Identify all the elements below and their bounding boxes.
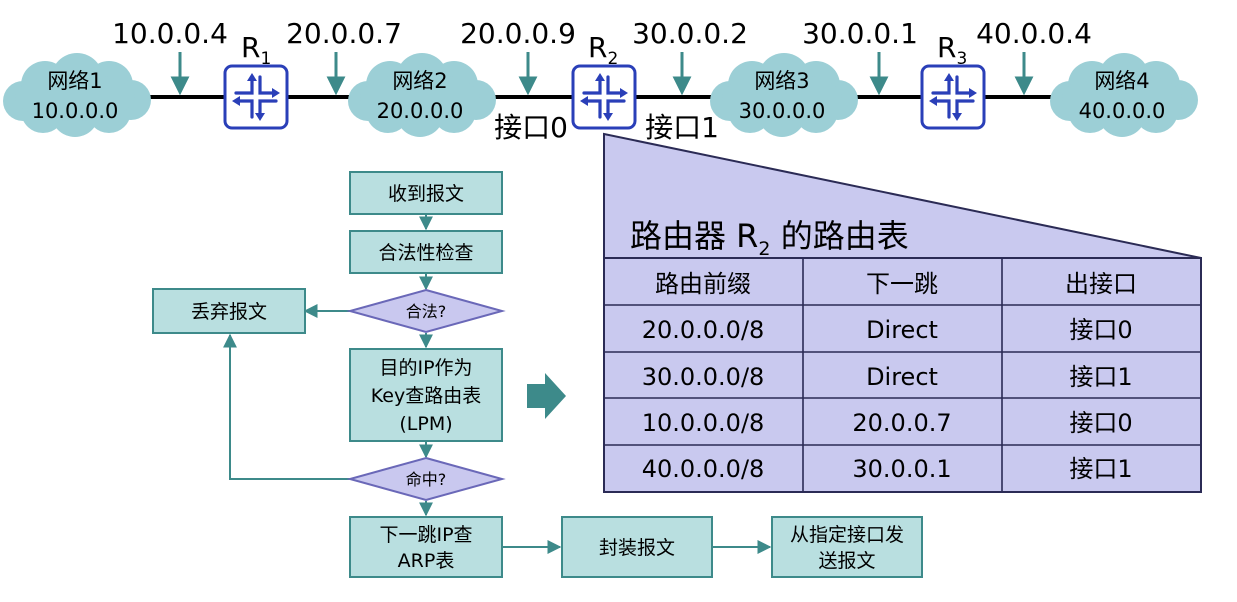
network-name: 网络3 — [754, 69, 809, 93]
flow-diamond-hit — [346, 456, 506, 502]
router-label-r1: R1 — [241, 31, 271, 69]
table-cell: 40.0.0.0/8 — [642, 455, 765, 483]
ip-label: 30.0.0.1 — [802, 17, 918, 50]
ip-label: 20.0.0.7 — [286, 17, 402, 50]
flow-label-encap: 封装报文 — [599, 537, 675, 559]
flow-node-encap — [561, 516, 713, 578]
flow-to-table-arrow — [527, 373, 566, 419]
flow-label-hit: 命中? — [406, 470, 447, 489]
table-cell: 20.0.0.0/8 — [642, 316, 765, 344]
interface-label-0: 接口0 — [494, 111, 568, 144]
ip-pointer-arrowhead — [672, 76, 692, 96]
network-address: 10.0.0.0 — [32, 99, 119, 123]
router-r1 — [223, 64, 289, 130]
table-header-interface: 出接口 — [1065, 270, 1137, 298]
network-name: 网络1 — [47, 69, 102, 93]
flow-label-send-2: 送报文 — [818, 550, 875, 572]
routing-table-grid — [604, 258, 1201, 492]
router-r2 — [571, 64, 637, 130]
flow-node-receive — [349, 171, 503, 215]
ip-pointer-arrowhead — [170, 76, 190, 96]
flow-label-valid: 合法? — [406, 302, 447, 321]
ip-pointer-arrowhead — [326, 76, 346, 96]
ip-pointer-arrowhead — [1014, 76, 1034, 96]
flow-label-receive: 收到报文 — [388, 183, 464, 205]
table-header-prefix: 路由前缀 — [655, 270, 751, 298]
ip-label: 40.0.0.4 — [976, 17, 1092, 50]
routing-table-frame — [603, 257, 1202, 493]
flowchart-connectors — [223, 214, 772, 554]
table-cell: 10.0.0.0/8 — [642, 409, 765, 437]
routing-table: 路由前缀 下一跳 出接口 20.0.0.0/8 Direct 接口0 30.0.… — [603, 257, 1202, 493]
routing-table-title: 路由器 R2 的路由表 — [630, 217, 909, 260]
flow-node-arp — [349, 516, 503, 578]
flow-label-arp-2: ARP表 — [398, 550, 455, 572]
network-cloud-1: 网络1 10.0.0.0 — [3, 53, 151, 137]
network-address: 30.0.0.0 — [739, 99, 826, 123]
table-cell: 接口0 — [1069, 409, 1132, 437]
ip-pointer-arrowhead — [869, 76, 889, 96]
table-cell: 接口1 — [1069, 363, 1132, 391]
table-cell: 30.0.0.0/8 — [642, 363, 765, 391]
network-cloud-2: 网络2 20.0.0.0 — [348, 53, 496, 137]
network-name: 网络2 — [392, 69, 447, 93]
router-label-r3: R3 — [937, 31, 967, 69]
flow-label-lookup-2: Key查路由表 — [371, 385, 481, 407]
ip-label: 10.0.0.4 — [112, 17, 228, 50]
router-label-r2: R2 — [588, 31, 618, 69]
flow-label-lookup-1: 目的IP作为 — [379, 357, 472, 379]
router-icon — [920, 64, 986, 130]
flow-node-check — [349, 230, 503, 274]
table-header-nexthop: 下一跳 — [866, 270, 938, 298]
interface-label-1: 接口1 — [645, 111, 719, 144]
table-cell: Direct — [866, 316, 938, 344]
flow-connector — [223, 333, 350, 480]
flow-label-arp-1: 下一跳IP查 — [379, 524, 472, 546]
router-icon — [571, 64, 637, 130]
table-cell: 30.0.0.1 — [852, 455, 951, 483]
table-cell: 接口1 — [1069, 455, 1132, 483]
ip-pointer-arrowhead — [518, 76, 538, 96]
flow-label-drop: 丢弃报文 — [191, 301, 267, 323]
flow-diamond-valid — [346, 288, 506, 334]
ip-label: 30.0.0.2 — [632, 17, 748, 50]
flow-node-lookup — [349, 348, 503, 442]
network-cloud-3: 网络3 30.0.0.0 — [710, 53, 858, 137]
ip-pointer-arrows — [170, 52, 1034, 96]
table-cell: 20.0.0.7 — [852, 409, 951, 437]
flow-label-check: 合法性检查 — [378, 242, 473, 264]
flow-node-send — [771, 516, 923, 578]
network-name: 网络4 — [1094, 69, 1149, 93]
flow-node-drop — [152, 288, 306, 334]
flow-label-send-1: 从指定接口发 — [790, 524, 904, 546]
network-address: 20.0.0.0 — [377, 99, 464, 123]
router-icon — [223, 64, 289, 130]
flow-label-lookup-3: (LPM) — [399, 413, 452, 435]
ip-label: 20.0.0.9 — [460, 17, 576, 50]
table-cell: 接口0 — [1069, 316, 1132, 344]
network-address: 40.0.0.0 — [1079, 99, 1166, 123]
table-cell: Direct — [866, 363, 938, 391]
router-r3 — [920, 64, 986, 130]
network-cloud-4: 网络4 40.0.0.0 — [1050, 53, 1198, 137]
